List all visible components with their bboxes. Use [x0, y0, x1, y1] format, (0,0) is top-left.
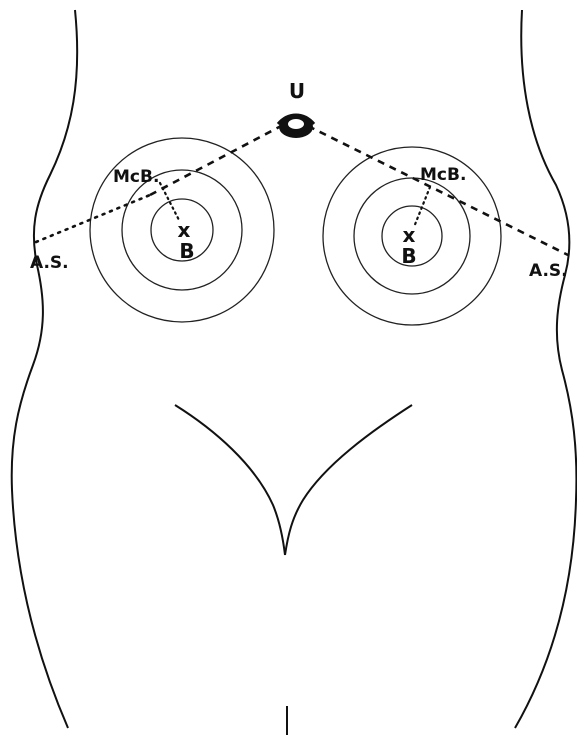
torso-left-outline: [12, 10, 78, 728]
right-spine-label: A.S.: [529, 261, 568, 281]
left-groin-line: [175, 405, 285, 555]
left-spine-dashed-line: [150, 125, 283, 195]
right-marker-b-label: B: [401, 244, 416, 268]
right-mcburney-to-marker-line: [414, 187, 430, 227]
left-mcburney-to-marker-line: [160, 183, 180, 222]
right-spine-dashed-line: [308, 126, 568, 255]
right-groin-line: [285, 405, 412, 555]
torso-right-outline: [515, 10, 576, 728]
left-marker-b-label: B: [179, 239, 194, 263]
left-spine-label: A.S.: [30, 253, 69, 273]
left-spine-dotted-line: [36, 195, 150, 242]
right-mcburney-label: McB.: [420, 165, 466, 185]
umbilicus-icon: [278, 115, 314, 138]
umbilicus-label: U: [289, 79, 305, 103]
left-mcburney-label: McB.: [113, 167, 159, 187]
